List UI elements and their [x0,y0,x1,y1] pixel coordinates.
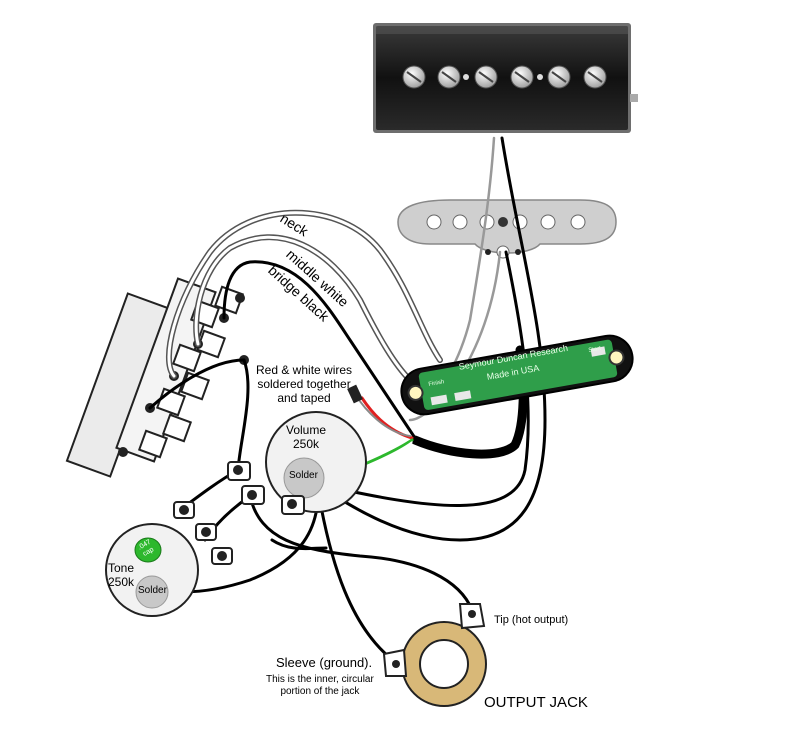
label-volume-solder: Solder [289,470,318,481]
label-sleeve-desc: This is the inner, circular portion of t… [266,674,374,697]
volume-pot [227,411,367,515]
label-red-white-note: Red & white wires soldered together and … [256,363,353,405]
tone-pot [105,501,233,617]
switch-lugs [137,285,245,459]
p90-pickup [373,23,638,133]
label-sleeve-title: Sleeve (ground). [276,655,373,670]
pickup-baseplate [397,199,617,259]
label-tip: Tip (hot output) [494,614,569,626]
label-tone-solder: Solder [138,585,167,596]
tone-capacitor [134,537,162,563]
label-volume: Volume 250k [286,423,327,451]
pole-screws [402,65,607,89]
pickup-pcb [400,334,634,416]
label-tone: Tone 250k [108,561,135,589]
five-way-switch [65,277,249,478]
output-jack [382,603,487,707]
label-output-jack: OUTPUT JACK [484,694,588,711]
wire-bridge [222,260,417,440]
